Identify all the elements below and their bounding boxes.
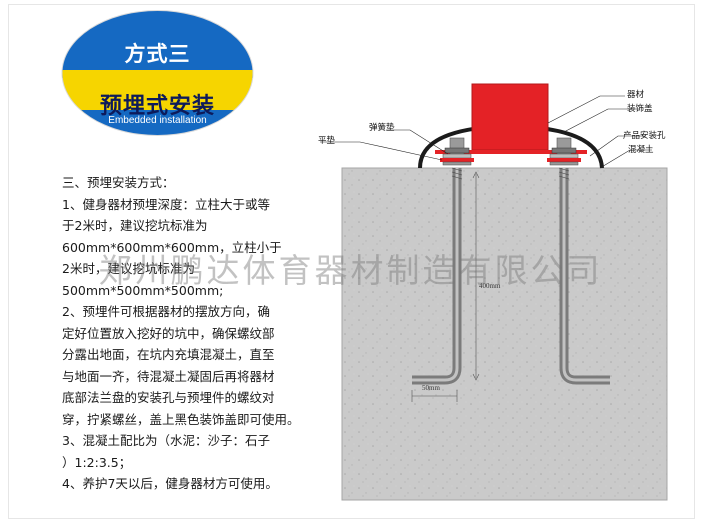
concrete-block: [341, 167, 668, 501]
label-flat-washer: 平垫: [318, 136, 336, 146]
leader-lines: [320, 95, 652, 169]
depth-dimension: 400mm: [479, 282, 501, 290]
instruction-line: 底部法兰盘的安装孔与预埋件的螺纹对: [62, 390, 275, 405]
embedded-cross-section: [320, 83, 668, 501]
thread-marks: [451, 167, 570, 180]
instruction-line: 500mm*500mm*500mm;: [62, 282, 224, 298]
instruction-line: 与地面一齐，待混凝土凝固后再将器材: [62, 368, 275, 384]
right-bolt-stack: [547, 137, 581, 166]
instruction-line: 1、健身器材预埋深度：立柱大于或等: [62, 196, 270, 212]
base-plate: [435, 150, 587, 154]
instruction-line: 穿，拧紧螺丝，盖上黑色装饰盖即可使用。: [62, 411, 300, 427]
instruction-line: 分露出地面，在坑内充填混凝土，直至: [62, 347, 275, 362]
badge-title: 预埋式安装: [99, 94, 215, 119]
badge-graphic: [61, 10, 254, 136]
instruction-line: ）1:2:3.5；: [62, 454, 132, 470]
instruction-line: 600mm*600mm*600mm，立柱小于: [62, 239, 282, 255]
badge-method-label: 方式三: [124, 42, 191, 66]
instruction-line: 4、养护7天以后，健身器材方可使用。: [62, 476, 278, 491]
instruction-line: 定好位置放入挖好的坑中，确保螺纹部: [62, 325, 275, 341]
equipment-post: [471, 83, 549, 151]
method-badge: 方式三 预埋式安装 Embedded installation: [60, 8, 255, 138]
right-anchor-rod-highlight: [562, 168, 610, 382]
left-anchor-rod-highlight: [412, 168, 459, 382]
installation-instructions: 三、预埋安装方式： 1、健身器材预埋深度：立柱大于或等 于2米时，建议挖坑标准为…: [62, 172, 307, 495]
label-concrete: 混凝土: [628, 145, 654, 155]
instruction-line: 2米时，建议挖坑标准为: [62, 261, 195, 276]
badge-subtitle: Embedded installation: [108, 115, 207, 126]
instruction-line: 2、预埋件可根据器材的摆放方向，确: [62, 304, 270, 319]
label-mount-hole: 产品安装孔: [623, 131, 666, 141]
instructions-heading: 三、预埋安装方式：: [62, 175, 175, 190]
left-bolt-stack: [440, 137, 474, 166]
width-dimension: 50mm: [422, 384, 440, 392]
installation-diagram: 器材 装饰盖 弹簧垫 平垫 产品安装孔 混凝土 400mm 50mm: [300, 78, 680, 518]
label-equipment: 器材: [627, 90, 645, 100]
instruction-line: 于2米时，建议挖坑标准为: [62, 218, 208, 233]
instruction-line: 3、混凝土配比为（水泥：沙子：石子: [62, 433, 270, 448]
label-spring-washer: 弹簧垫: [369, 123, 395, 133]
label-cover: 装饰盖: [627, 104, 653, 114]
